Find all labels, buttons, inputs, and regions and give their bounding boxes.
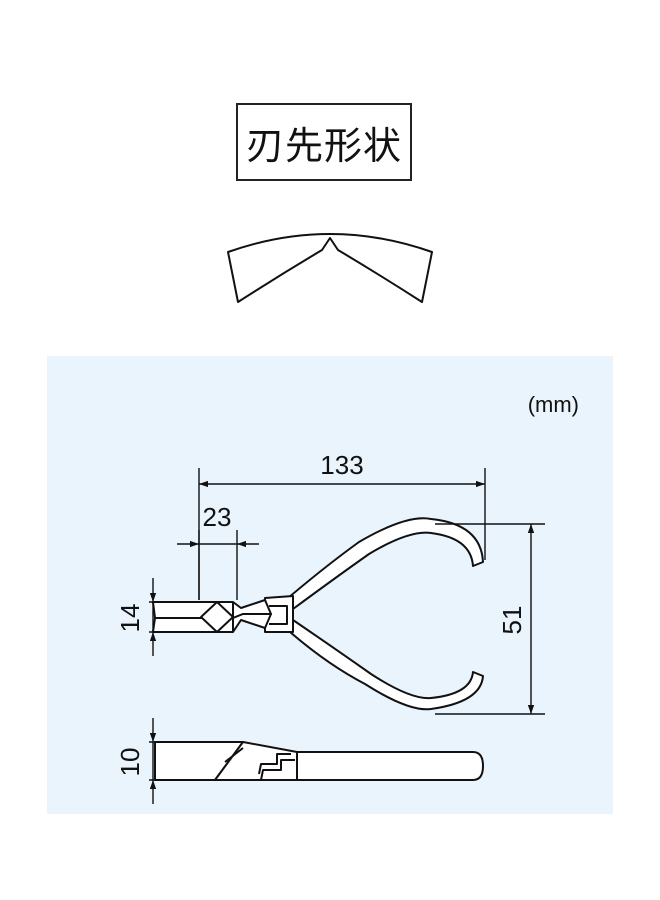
side-handle xyxy=(296,751,484,781)
blade-tip xyxy=(200,601,234,633)
blade-profile-shape xyxy=(227,233,433,303)
dimension-head-length: 23 xyxy=(203,502,232,532)
title-box: 刃先形状 xyxy=(236,103,412,181)
pliers-side-view xyxy=(154,741,484,781)
upper-handle xyxy=(280,517,484,610)
dimension-overall-length: 133 xyxy=(320,450,363,480)
unit-label: (mm) xyxy=(528,392,579,417)
dimension-jaw-height: 14 xyxy=(115,604,145,633)
dimension-thickness: 10 xyxy=(115,748,145,777)
pliers-top-view xyxy=(152,517,484,711)
dimension-handle-spread: 51 xyxy=(497,606,527,635)
dimension-diagram-panel: (mm) xyxy=(47,356,613,814)
page-title: 刃先形状 xyxy=(245,123,402,168)
lower-handle xyxy=(280,619,484,711)
